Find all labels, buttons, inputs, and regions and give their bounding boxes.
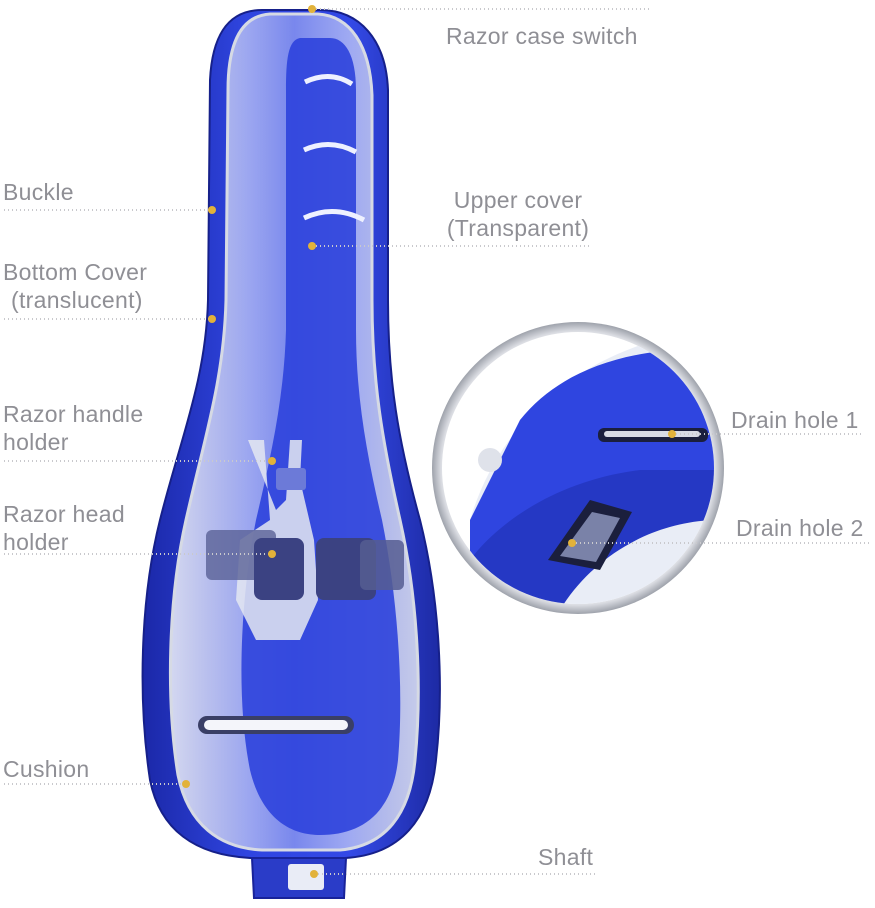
callout-dots [182,5,676,878]
label-upper-cover-line1: Upper cover [453,187,583,213]
dot-razor-handle-holder [268,457,276,465]
label-razor-head-holder: Razor head holder [3,500,125,556]
leader-lines [4,8,872,875]
label-cushion: Cushion [3,756,90,782]
label-shaft: Shaft [538,844,594,870]
head-holder-right-ext [360,540,404,590]
dot-cushion [182,780,190,788]
dot-razor-case-switch [308,5,316,13]
dot-bottom-cover [208,315,216,323]
dot-drain-hole-1 [668,430,676,438]
label-razor-handle-holder-line1: Razor handle [3,401,144,427]
label-bottom-cover-line2: (translucent) [11,287,143,313]
label-upper-cover-line2: (Transparent) [446,215,590,241]
dot-razor-head-holder [268,550,276,558]
label-upper-cover: Upper cover (Transparent) [442,186,594,242]
handle-holder-block [276,468,306,490]
label-razor-head-holder-line2: holder [3,529,69,555]
label-bottom-cover: Bottom Cover (translucent) [3,258,147,314]
dot-buckle [208,206,216,214]
label-razor-handle-holder: Razor handle holder [3,400,143,456]
label-razor-case-switch: Razor case switch [446,23,638,49]
label-razor-handle-holder-line2: holder [3,429,69,455]
label-razor-head-holder-line1: Razor head [3,501,125,527]
vent-slit-1 [303,74,354,87]
dot-upper-cover [308,242,316,250]
label-drain-hole-2: Drain hole 2 [736,515,864,541]
vent-slit-3 [302,208,366,223]
head-holder-left-inner [254,538,304,600]
vent-slit-2 [302,142,358,155]
label-bottom-cover-line1: Bottom Cover [3,259,148,285]
shaft-window [288,864,324,890]
dot-drain-hole-2 [568,539,576,547]
label-drain-hole-1: Drain hole 1 [731,407,859,433]
label-buckle: Buckle [3,179,74,205]
bottom-slot-inner [204,720,348,730]
dot-shaft [310,870,318,878]
